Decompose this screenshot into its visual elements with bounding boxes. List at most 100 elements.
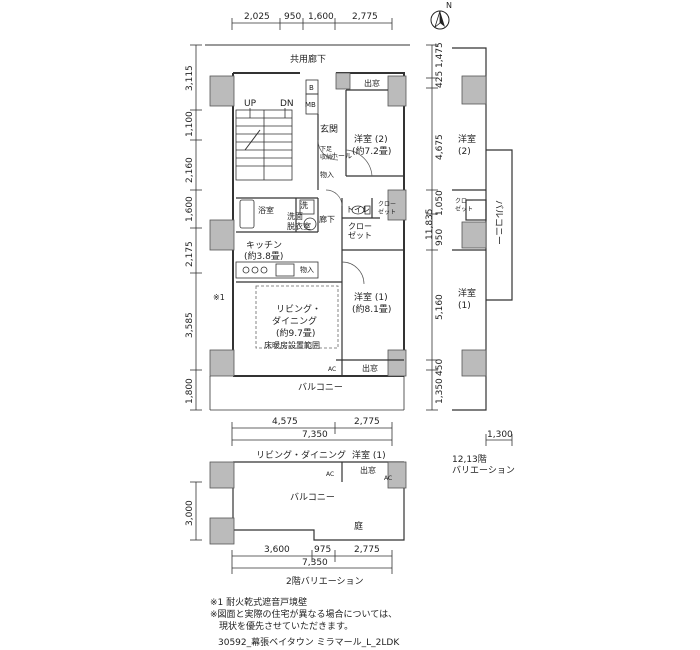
bottom-dimension-lines (231, 422, 393, 446)
floor2-ac1-label: AC (326, 471, 334, 478)
note-3: 現状を優先させていただきます。 (210, 620, 353, 632)
note-mark-label: ※1 (213, 293, 225, 302)
balcony-label: バルコニー (298, 382, 343, 393)
floor2-living-label: リビング・ダイニング (256, 449, 346, 461)
floor2-ac2-label: AC (384, 475, 392, 482)
washbasin (299, 199, 317, 231)
dim-top-1: 2,025 (244, 12, 270, 22)
dim-right-9: 1,350 (435, 378, 445, 404)
entrance-label: 玄関 (320, 123, 338, 135)
dim-top-2: 950 (284, 12, 301, 22)
interior-walls (236, 89, 404, 376)
wash-label: 洗 (300, 200, 308, 210)
mb-label: MB (305, 101, 316, 109)
side-bedroom2-l2: (2) (458, 147, 471, 157)
bedroom1-name: 洋室 (1) (354, 291, 388, 303)
side-bedroom2-l1: 洋室 (458, 133, 476, 145)
dim-right-4: 1,050 (435, 190, 445, 216)
left-dimension-line (190, 44, 202, 411)
floor2-dim-b3: 2,775 (354, 545, 380, 555)
washroom1-label: 洗面 (287, 211, 303, 221)
note-2: ※図面と実際の住宅が異なる場合については、 (210, 608, 397, 620)
bathtub (239, 199, 255, 229)
bedroom1-size: (約8.1畳) (352, 303, 391, 315)
dim-right-7: 5,160 (435, 294, 445, 320)
floor-heating-area (255, 285, 339, 349)
side-bedroom1-l2: (1) (458, 301, 471, 311)
bath-label: 浴室 (258, 205, 274, 215)
floor2-caption: 2階バリエーション (286, 576, 364, 587)
stairs-up-label: UP (244, 99, 257, 109)
pantry-label: 物入 (300, 265, 314, 274)
side-dim (485, 434, 513, 446)
side-balcony-label: バルコニー (493, 200, 504, 245)
corridor-label: 共用廊下 (290, 53, 326, 65)
dim-right-2: 425 (435, 71, 445, 88)
floor2-dim-left-label: 3,000 (185, 500, 195, 526)
dim-left-7: 1,800 (185, 378, 195, 404)
side-caption-1: 12,13階 (452, 454, 487, 465)
footer-code: 30592_幕張ベイタウン ミラマール_L_2LDK (218, 636, 400, 648)
stairs-down-label: DN (280, 99, 294, 109)
living-name2: ダイニング (272, 315, 317, 327)
bedroom2-size: (約7.2畳) (352, 145, 391, 157)
dim-left-6: 3,585 (185, 312, 195, 338)
floor2-dim-b1: 3,600 (264, 545, 290, 555)
living-size: (約9.7畳) (276, 327, 315, 339)
toilet-label: トイレ (346, 205, 370, 214)
note-1: ※1 耐火乾式遮音戸境壁 (210, 596, 307, 608)
north-label: N (446, 1, 452, 10)
dim-left-5: 2,175 (185, 241, 195, 267)
dim-right-8: 450 (435, 359, 445, 376)
kitchen-size: (約3.8畳) (244, 250, 283, 262)
dim-bottom-1: 4,575 (272, 417, 298, 427)
right-dimension-line (426, 44, 438, 411)
b-label: B (309, 84, 314, 92)
stairwell (235, 108, 293, 181)
balcony-outline (209, 376, 405, 411)
floor2-dim-bottom (231, 550, 393, 574)
side-dim-label: 1,300 (487, 430, 513, 440)
floor2-bedroom1-label: 洋室 (1) (352, 449, 386, 461)
dim-left-4: 1,600 (185, 196, 195, 222)
ac-label: AC (328, 366, 336, 373)
side-bedroom1-l1: 洋室 (458, 287, 476, 299)
dim-right-3: 4,675 (435, 134, 445, 160)
kitchen-counter (235, 261, 319, 279)
hallway-label: 廊下 (319, 214, 335, 224)
dim-top-3: 1,600 (308, 12, 334, 22)
window-top-label: 出窓 (364, 78, 380, 88)
dim-top-4: 2,775 (352, 12, 378, 22)
bedroom2-name: 洋室 (2) (354, 133, 388, 145)
hall-label: ホール (331, 152, 352, 160)
dim-right-6: 11,835 (425, 209, 435, 241)
dim-left-3: 2,160 (185, 157, 195, 183)
closet-label-small: クロー ゼット (378, 201, 397, 216)
kitchen-name: キッチン (246, 240, 282, 251)
shoe-closet-label: 下足 収納 (320, 146, 333, 161)
closet-label-main: クロー ゼット (348, 222, 372, 240)
dim-right-1: 1,475 (435, 42, 445, 68)
dim-bottom-total: 7,350 (302, 430, 328, 440)
dim-left-1: 3,115 (185, 65, 195, 91)
floor-heating-label: 床暖房設置範囲 (264, 340, 320, 350)
dim-right-5: 950 (435, 229, 445, 246)
window-bottom-label: 出窓 (362, 363, 378, 373)
north-arrow-icon (430, 10, 450, 30)
floor2-columns (209, 461, 407, 545)
meter-box (305, 79, 319, 115)
floor2-dim-b2: 975 (314, 545, 331, 555)
storage-label: 物入 (320, 171, 334, 179)
side-variation-columns (461, 75, 487, 377)
toilet-fixture (351, 205, 371, 215)
floor2-dim-total: 7,350 (302, 558, 328, 568)
floor2-garden-label: 庭 (354, 520, 363, 532)
door-swings (317, 139, 373, 285)
washroom2-label: 脱衣室 (287, 221, 311, 231)
floor2-window-label: 出窓 (360, 465, 376, 475)
dim-left-2: 1,100 (185, 111, 195, 137)
floor2-dim-left (190, 481, 202, 541)
dim-bottom-2: 2,775 (354, 417, 380, 427)
side-caption-2: バリエーション (452, 465, 515, 476)
